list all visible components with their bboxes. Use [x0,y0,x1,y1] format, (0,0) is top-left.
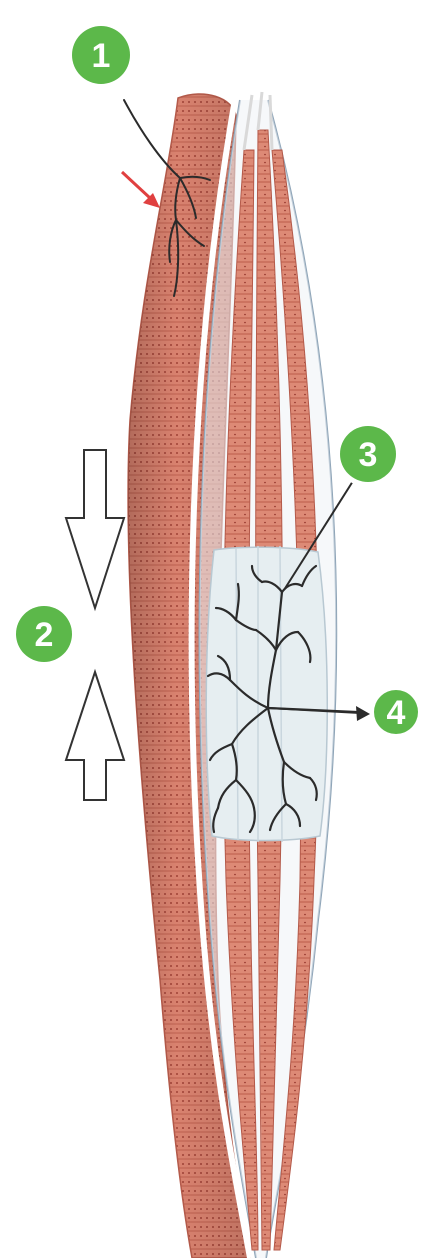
callout-3: 3 [335,421,401,487]
equatorial-region [206,546,327,842]
callout-3-label: 3 [359,436,378,474]
arrow-up-icon [66,672,124,800]
arrow-down-icon [66,450,124,608]
callout-2: 2 [11,601,77,667]
callout-2-label: 2 [35,616,54,654]
callout-4-label: 4 [387,694,406,732]
callout-4: 4 [370,686,422,738]
red-arrow-pointer [122,172,160,208]
callout-1: 1 [67,21,135,89]
callout-1-label: 1 [92,37,111,75]
